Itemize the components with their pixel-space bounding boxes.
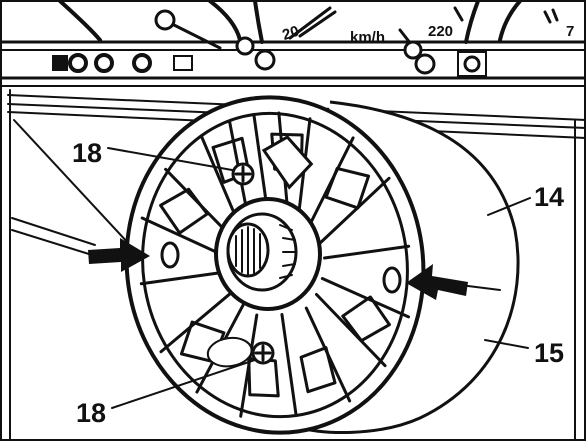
leader-screw-bottom [111, 359, 256, 409]
warning-lamp-5 [173, 55, 193, 71]
warning-lamp-4 [132, 53, 152, 73]
clip-right [382, 266, 402, 294]
gauge-pivot-left [154, 9, 176, 31]
gauge-needle-left [166, 20, 222, 50]
tachometer-arc [498, 0, 522, 42]
callout-screw-bottom: 18 [76, 398, 106, 428]
screw-top [231, 162, 255, 186]
gauge-left-arc [58, 0, 102, 42]
hub-latch-tab [261, 135, 314, 190]
cluster-knob [463, 55, 481, 73]
speedometer-needle [288, 6, 332, 40]
leader-cover-lower [484, 339, 529, 349]
speed-label-220: 220 [428, 23, 453, 40]
speedometer-arc-left [253, 0, 264, 44]
callout-screw-top: 18 [72, 138, 102, 168]
callout-cover-lower: 15 [534, 338, 564, 368]
warning-lamp-3 [94, 53, 114, 73]
press-arrow-right [406, 264, 468, 300]
warning-lamp-2 [68, 53, 88, 73]
steering-shaft [214, 197, 322, 311]
leader-cover-upper [487, 197, 531, 216]
screw-bottom [251, 341, 275, 365]
hub-slot [206, 336, 253, 368]
instrument-cluster: 20 km/h 220 7 [0, 0, 586, 87]
clip-left [160, 241, 180, 269]
tach-label-7: 7 [566, 23, 574, 40]
warning-lamp-1 [52, 55, 68, 71]
press-arrow-left [88, 238, 150, 272]
leader-screw-top [107, 147, 233, 171]
speedometer-arc-right [464, 0, 480, 44]
speed-label-20: 20 [280, 23, 301, 44]
callout-cover-upper: 14 [534, 182, 564, 212]
